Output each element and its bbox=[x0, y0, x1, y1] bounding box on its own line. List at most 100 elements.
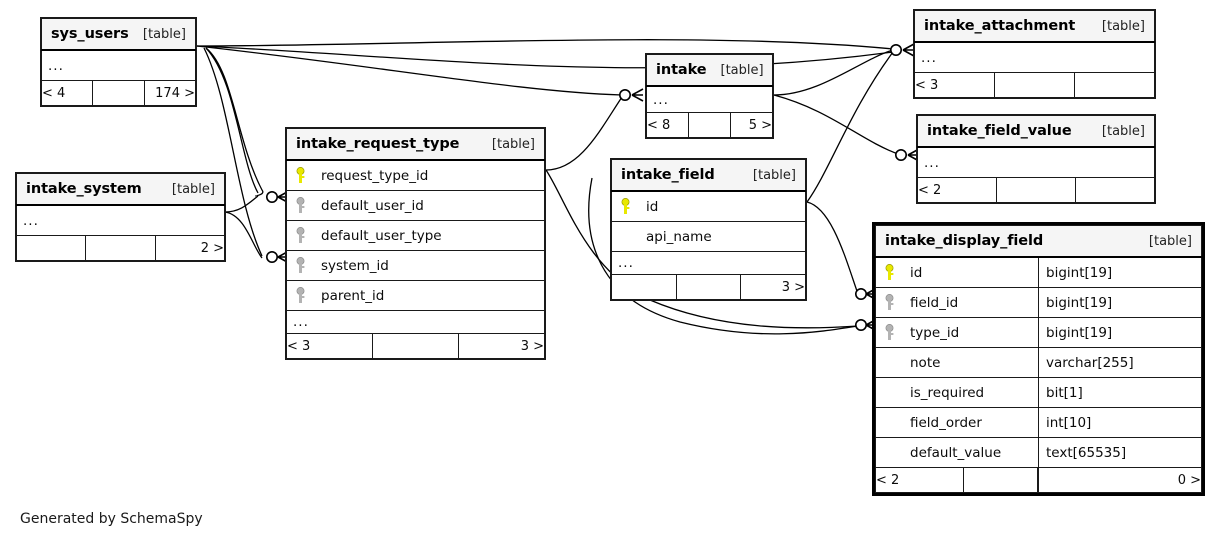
table-node-intake-field[interactable]: intake_field [table] id api_name bbox=[610, 158, 807, 301]
column-type: int[10] bbox=[1046, 414, 1092, 431]
table-title: intake_request_type bbox=[296, 136, 460, 152]
footer-children: 5 > bbox=[730, 112, 773, 138]
table-footer: < 8 5 > bbox=[646, 112, 773, 138]
table-row-column: type_id bigint[19] bbox=[875, 317, 1202, 348]
generator-caption: Generated by SchemaSpy bbox=[20, 511, 203, 527]
foreign-key-icon bbox=[884, 324, 906, 341]
table-row-column: request_type_id bbox=[286, 159, 545, 191]
footer-children: 0 > bbox=[1038, 467, 1202, 493]
footer-parents: < 2 bbox=[876, 468, 965, 492]
footer-middle bbox=[994, 72, 1075, 98]
table-header: intake_display_field [table] bbox=[875, 225, 1202, 258]
column-name: field_order bbox=[910, 414, 982, 431]
table-node-intake-attachment[interactable]: intake_attachment [table] ... < 3 bbox=[913, 9, 1156, 99]
column-name: is_required bbox=[910, 384, 985, 401]
table-header: sys_users [table] bbox=[41, 18, 196, 51]
collapsed-columns-ellipsis: ... bbox=[921, 49, 937, 66]
table-node-intake[interactable]: intake [table] ... < 8 5 > bbox=[645, 53, 774, 139]
column-name: default_value bbox=[910, 444, 1002, 461]
column-name: request_type_id bbox=[321, 167, 429, 184]
table-node-intake-display-field[interactable]: intake_display_field [table] id bigint[1… bbox=[872, 222, 1205, 496]
foreign-key-icon bbox=[295, 197, 317, 214]
table-header: intake_system [table] bbox=[16, 173, 225, 206]
table-title: intake bbox=[656, 62, 707, 78]
collapsed-columns-ellipsis: ... bbox=[653, 91, 669, 108]
footer-parents: < 8 bbox=[646, 112, 689, 138]
table-title: intake_system bbox=[26, 181, 142, 197]
primary-key-icon bbox=[620, 198, 642, 215]
table-row-column: default_user_type bbox=[286, 220, 545, 251]
table-tag: [table] bbox=[491, 136, 535, 152]
footer-parents: < 4 bbox=[40, 80, 94, 106]
table-title: intake_field bbox=[621, 167, 715, 183]
table-header: intake_field [table] bbox=[611, 159, 806, 192]
table-node-intake-request-type[interactable]: intake_request_type [table] request_type… bbox=[285, 127, 546, 360]
footer-middle bbox=[85, 235, 156, 261]
table-header: intake_attachment [table] bbox=[914, 10, 1155, 43]
collapsed-columns-ellipsis: ... bbox=[924, 154, 940, 171]
column-name: default_user_id bbox=[321, 197, 424, 214]
table-tag: [table] bbox=[752, 167, 796, 183]
footer-middle bbox=[688, 112, 731, 138]
table-header: intake_field_value [table] bbox=[917, 115, 1155, 148]
table-tag: [table] bbox=[1101, 123, 1145, 139]
table-title: intake_field_value bbox=[927, 123, 1072, 139]
primary-key-icon bbox=[884, 264, 906, 281]
table-footer: < 4 174 > bbox=[40, 80, 197, 106]
table-node-intake-system[interactable]: intake_system [table] ... 2 > bbox=[15, 172, 226, 262]
column-name: api_name bbox=[646, 228, 712, 245]
table-row: ... bbox=[917, 146, 1155, 178]
column-name: default_user_type bbox=[321, 227, 442, 244]
table-row: ... bbox=[646, 85, 773, 113]
column-type: text[65535] bbox=[1046, 444, 1127, 461]
column-name: id bbox=[646, 198, 659, 215]
table-header: intake_request_type [table] bbox=[286, 128, 545, 161]
table-tag: [table] bbox=[1101, 18, 1145, 34]
table-row-column: id bbox=[611, 190, 806, 222]
table-title: sys_users bbox=[51, 26, 129, 42]
column-name: system_id bbox=[321, 257, 389, 274]
table-footer: 3 > bbox=[611, 274, 806, 300]
footer-parents: < 2 bbox=[917, 177, 997, 203]
footer-middle bbox=[963, 468, 1038, 492]
footer-children bbox=[1074, 72, 1155, 98]
footer-children: 2 > bbox=[154, 235, 226, 261]
footer-middle bbox=[92, 80, 145, 106]
column-type: bigint[19] bbox=[1046, 324, 1113, 341]
table-tag: [table] bbox=[1148, 233, 1192, 249]
table-header: intake [table] bbox=[646, 54, 773, 87]
table-row: ... bbox=[41, 49, 196, 81]
table-node-intake-field-value[interactable]: intake_field_value [table] ... < 2 bbox=[916, 114, 1156, 204]
table-row-column: field_id bigint[19] bbox=[875, 287, 1202, 318]
footer-children: 3 > bbox=[740, 274, 806, 300]
collapsed-columns-ellipsis: ... bbox=[23, 212, 39, 229]
foreign-key-icon bbox=[295, 227, 317, 244]
column-name: id bbox=[910, 264, 923, 281]
table-row-column: note varchar[255] bbox=[875, 347, 1202, 378]
footer-middle bbox=[675, 274, 742, 300]
table-row: ... bbox=[611, 251, 806, 275]
column-type: varchar[255] bbox=[1046, 354, 1134, 371]
table-footer: < 3 bbox=[914, 72, 1155, 98]
table-row: ... bbox=[16, 204, 225, 236]
table-row-column: is_required bit[1] bbox=[875, 377, 1202, 408]
collapsed-columns-ellipsis: ... bbox=[618, 255, 634, 271]
table-node-sys-users[interactable]: sys_users [table] ... < 4 174 > bbox=[40, 17, 197, 107]
table-title: intake_display_field bbox=[885, 233, 1044, 249]
table-row: ... bbox=[914, 41, 1155, 73]
footer-children bbox=[1075, 177, 1155, 203]
table-footer: 2 > bbox=[15, 235, 226, 261]
table-footer: < 2 bbox=[917, 177, 1155, 203]
footer-parents bbox=[15, 235, 87, 261]
column-name: parent_id bbox=[321, 287, 385, 304]
column-name: type_id bbox=[910, 324, 960, 341]
table-row: ... bbox=[286, 310, 545, 334]
footer-children: 174 > bbox=[143, 80, 197, 106]
column-type: bit[1] bbox=[1046, 384, 1083, 401]
footer-parents bbox=[611, 274, 677, 300]
column-type: bigint[19] bbox=[1046, 264, 1113, 281]
table-title: intake_attachment bbox=[924, 18, 1076, 34]
foreign-key-icon bbox=[884, 294, 906, 311]
column-name: field_id bbox=[910, 294, 959, 311]
